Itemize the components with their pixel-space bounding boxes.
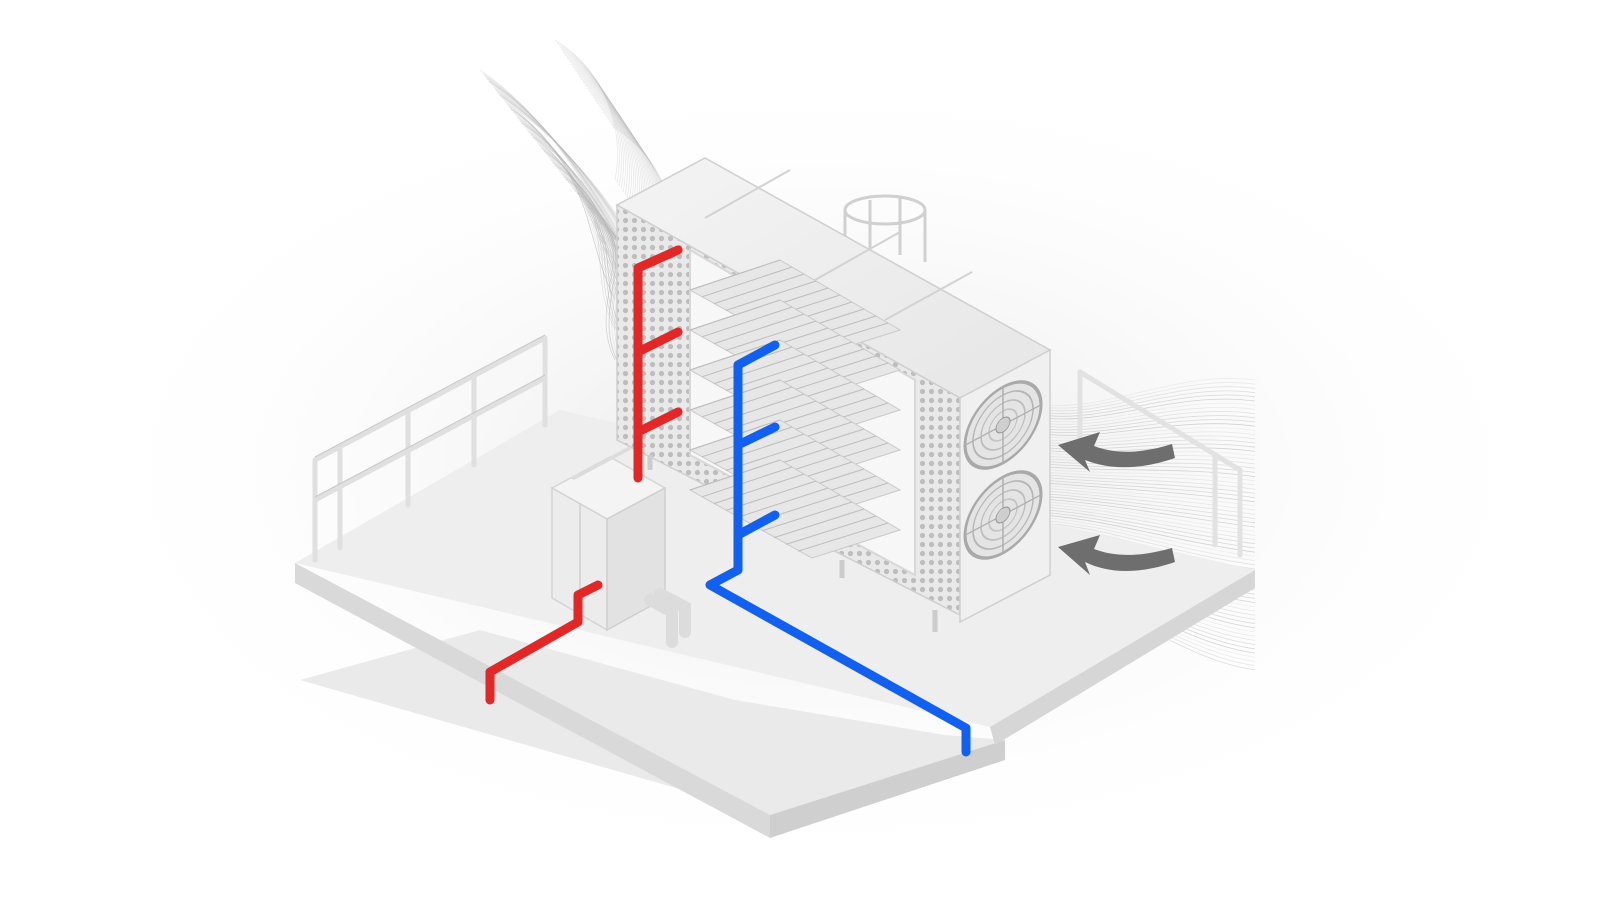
airflow-streak — [1049, 507, 1256, 540]
platform-top — [295, 410, 1255, 727]
airflow-streak — [1049, 488, 1256, 511]
airflow-streak — [481, 72, 619, 243]
airflow-streak — [1049, 419, 1256, 434]
platform-front-side — [295, 563, 770, 838]
airflow-streak — [486, 78, 625, 248]
fan-icon — [963, 470, 1043, 560]
safety-railing-left — [312, 335, 548, 563]
hot-water-pipe — [485, 245, 683, 705]
airflow-streak — [1049, 382, 1256, 409]
airflow-streak — [556, 42, 620, 184]
airflow-streak — [566, 57, 630, 199]
airflow-streak — [536, 142, 622, 306]
airflow-streak — [539, 145, 625, 308]
airflow-streak — [479, 69, 616, 241]
airflow-streak — [1049, 378, 1256, 406]
airflow-streak — [562, 51, 626, 193]
airflow-streak — [1049, 390, 1256, 414]
airflow-streak — [1049, 386, 1256, 412]
ladder-cage — [843, 194, 927, 262]
airflow-streak — [1049, 480, 1256, 498]
airflow-streak — [508, 106, 619, 273]
airflow-streak — [488, 80, 628, 251]
airflow-streak — [554, 39, 618, 181]
airflow-streak — [1049, 512, 1256, 549]
airflow-streak — [1049, 464, 1256, 473]
airflow-streak — [1049, 493, 1256, 519]
fan-icon — [963, 380, 1043, 470]
airflow-streak — [1049, 515, 1256, 553]
airflow-arrow-lower — [1058, 535, 1175, 575]
platform-right-side — [770, 740, 1005, 838]
airflow-streak — [564, 54, 628, 196]
airflow-streak — [1049, 485, 1256, 507]
airflow-streak — [1049, 474, 1256, 490]
platform — [295, 410, 1255, 838]
heat-exchanger-coils — [688, 259, 902, 559]
platform-right-side-back — [990, 570, 1255, 745]
airflow-streak — [534, 139, 619, 303]
airflow-streak — [565, 178, 625, 338]
airflow-streak — [574, 69, 638, 211]
airflow-streak — [1049, 411, 1256, 428]
airflow-streak — [1049, 518, 1256, 557]
airflow-streak — [570, 63, 634, 205]
airflow-streak — [1049, 499, 1256, 528]
airflow-streak — [1049, 477, 1256, 494]
curved-arrow-icon — [1058, 432, 1175, 472]
airflow-streak — [1049, 472, 1256, 486]
airflow-streak — [1049, 520, 1256, 561]
safety-railing-right — [1077, 369, 1243, 558]
airflow-streak — [1049, 423, 1256, 436]
airflow-streak — [1049, 394, 1256, 417]
airflow-streak — [560, 48, 624, 190]
airflow-streak — [1049, 509, 1256, 545]
airflow-streak — [1049, 504, 1256, 536]
airflow-streak — [1049, 427, 1256, 439]
curved-arrow-icon — [1058, 535, 1175, 575]
fan-upper — [963, 380, 1043, 470]
airflow-streak — [587, 206, 619, 363]
airflow-streak — [572, 66, 636, 208]
safety-railing-left-outline — [314, 334, 546, 498]
airflow-streak — [1049, 398, 1256, 420]
airflow-streak — [532, 136, 616, 301]
airflow-streak — [1049, 482, 1256, 503]
airflow-streak — [1049, 466, 1256, 477]
airflow-arrow-upper — [1058, 432, 1175, 472]
control-cabinet — [550, 447, 691, 648]
airflow-streak — [1049, 523, 1256, 566]
airflow-streak — [1049, 501, 1256, 532]
airflow-streak — [558, 45, 622, 187]
airflow-streak — [1049, 496, 1256, 524]
fan-lower — [963, 470, 1043, 560]
airflow-streak — [1049, 469, 1256, 482]
airflow-streak — [1049, 491, 1256, 515]
airflow-streak — [1049, 415, 1256, 431]
airflow-streak — [510, 108, 622, 276]
cold-water-pipe — [705, 340, 971, 757]
airflow-streak — [568, 60, 632, 202]
